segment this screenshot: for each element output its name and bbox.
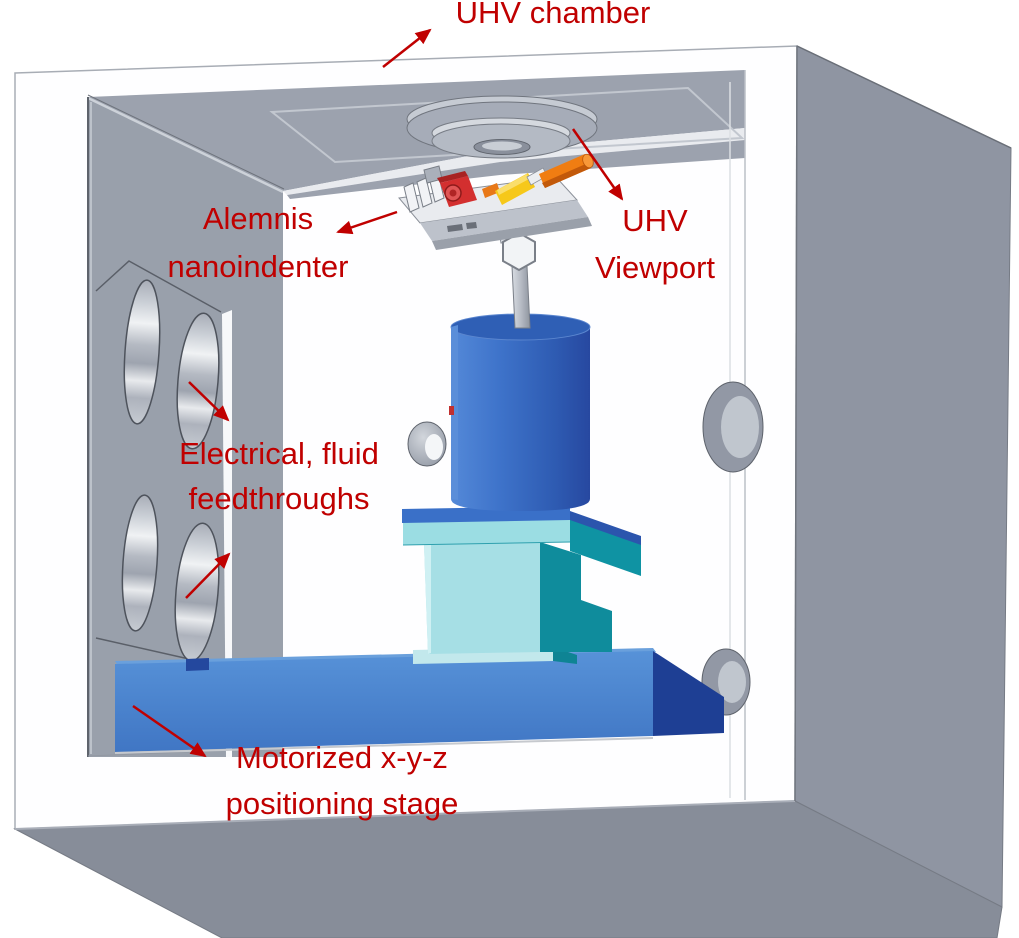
label-uhv-viewport: UHV Viewport	[595, 197, 715, 291]
label-feedthroughs-line2: feedthroughs	[188, 481, 370, 516]
label-feedthroughs-line1: Electrical, fluid	[179, 436, 379, 471]
indenter-yellow-highlight	[497, 174, 529, 195]
right-wall-port-upper	[702, 381, 764, 473]
indenter-bracket-finger-1	[403, 182, 420, 213]
label-uhv-viewport-line2: Viewport	[594, 250, 716, 285]
arrow-feedthroughs-lower	[185, 552, 231, 599]
nanoindenter-assembly	[398, 153, 594, 250]
stack-plate-cyan-bottom-edge	[402, 541, 571, 546]
label-nanoindenter-line1: Alemnis	[202, 201, 314, 236]
chamber-front-right-edge	[794, 45, 798, 802]
shaft-rod	[511, 265, 531, 329]
label-positioning-stage-line1: Motorized x-y-z	[236, 740, 448, 775]
arrow-stage	[132, 704, 207, 758]
arrow-viewport	[571, 128, 624, 201]
ceiling-recessed-plate-outline	[269, 86, 745, 164]
viewport-hole-inner	[482, 141, 522, 151]
left-wall-slot	[222, 310, 232, 757]
indenter-load-cell-top	[437, 171, 468, 183]
stage-right-face	[653, 651, 724, 736]
indenter-orange-cylinder-shade	[542, 163, 591, 188]
left-wall	[87, 94, 285, 757]
indenter-bracket-finger-2	[416, 177, 433, 208]
stack-plate-blue-side	[570, 511, 641, 545]
stack-plate-cyan-front	[403, 518, 570, 545]
label-uhv-chamber: UHV chamber	[456, 0, 651, 33]
feedthrough-port-1	[123, 279, 161, 425]
indenter-plate-front	[420, 200, 588, 241]
label-positioning-stage-line2: positioning stage	[225, 786, 459, 821]
stack-plate-cyan-side	[570, 518, 641, 576]
viewport-flange	[406, 95, 598, 159]
sample-cylinder	[449, 313, 591, 511]
stack-block-left-highlight	[424, 543, 431, 654]
shaft-hex-nut	[502, 231, 536, 272]
label-feedthroughs: Electrical, fluid feedthroughs	[179, 431, 379, 521]
label-uhv-chamber-text: UHV chamber	[455, 0, 651, 30]
left-wall-ridge-dark	[87, 94, 285, 190]
cylinder-left-highlight	[451, 325, 458, 500]
label-uhv-viewport-line1: UHV	[622, 203, 688, 238]
chamber-top-right-edge	[796, 45, 1012, 149]
back-wall-port-plug	[407, 421, 447, 467]
left-wall-ridge-highlight	[87, 96, 284, 194]
feedthrough-port-3	[121, 494, 159, 632]
feedthrough-port-2	[176, 312, 220, 450]
piezo-stack	[402, 506, 641, 664]
positioning-stage-base	[114, 648, 724, 754]
indenter-plate-lower	[432, 217, 592, 250]
indenter-load-cell-boss-inner	[449, 189, 457, 197]
arrow-feedthroughs-upper	[188, 381, 230, 422]
stack-block-front	[424, 542, 540, 654]
arrow-uhv-chamber	[382, 28, 432, 68]
label-nanoindenter: Alemnis nanoindenter	[168, 195, 349, 291]
arrow-nanoindenter	[336, 210, 398, 235]
ceiling-lower-strip	[287, 140, 745, 199]
chamber-bottom-front-edge	[14, 800, 796, 830]
indenter-plate-slot-2	[466, 222, 477, 229]
cylinder-red-marker	[449, 406, 454, 415]
stack-block-side	[540, 542, 612, 652]
cylinder-body	[451, 327, 590, 511]
chamber-right-face	[794, 45, 1012, 908]
stage-notch	[186, 658, 209, 671]
label-positioning-stage: Motorized x-y-z positioning stage	[226, 735, 459, 827]
indenter-plate-slot-1	[447, 224, 463, 232]
annotation-arrows	[132, 28, 624, 758]
indenter-orange-connector	[482, 183, 500, 198]
left-wall-panel-outline-top	[95, 260, 222, 313]
stage-front-face	[115, 651, 653, 752]
label-nanoindenter-line2: nanoindenter	[167, 249, 349, 284]
